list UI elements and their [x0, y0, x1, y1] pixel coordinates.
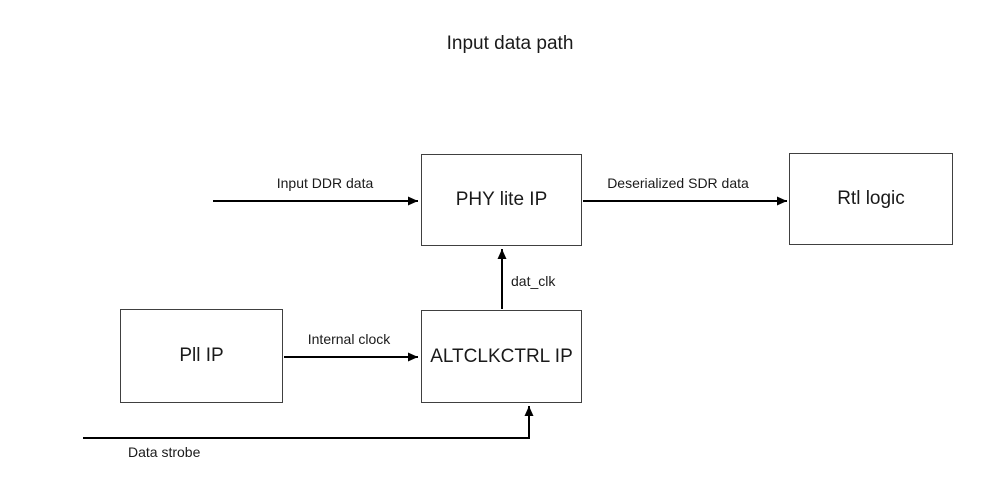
diagram-title: Input data path [446, 33, 574, 54]
block-pll-ip-label: Pll IP [179, 345, 224, 366]
arrow-label-dat-clk: dat_clk [511, 273, 556, 289]
block-altclkctrl-ip: ALTCLKCTRL IP [421, 310, 582, 403]
block-altclkctrl-ip-label: ALTCLKCTRL IP [430, 345, 573, 367]
block-phy-lite-ip-label: PHY lite IP [455, 189, 548, 210]
block-phy-lite-ip: PHY lite IP [421, 154, 582, 246]
arrow-label-input-ddr-data: Input DDR data [276, 175, 374, 191]
block-rtl-logic: Rtl logic [789, 153, 953, 245]
arrow-label-deserialized-sdr-data: Deserialized SDR data [607, 175, 749, 191]
arrow-data-strobe [83, 406, 534, 439]
arrow-label-data-strobe: Data strobe [128, 444, 201, 460]
arrow-label-internal-clock: Internal clock [307, 331, 391, 347]
block-pll-ip: Pll IP [120, 309, 283, 403]
block-rtl-logic-label: Rtl logic [837, 188, 905, 209]
